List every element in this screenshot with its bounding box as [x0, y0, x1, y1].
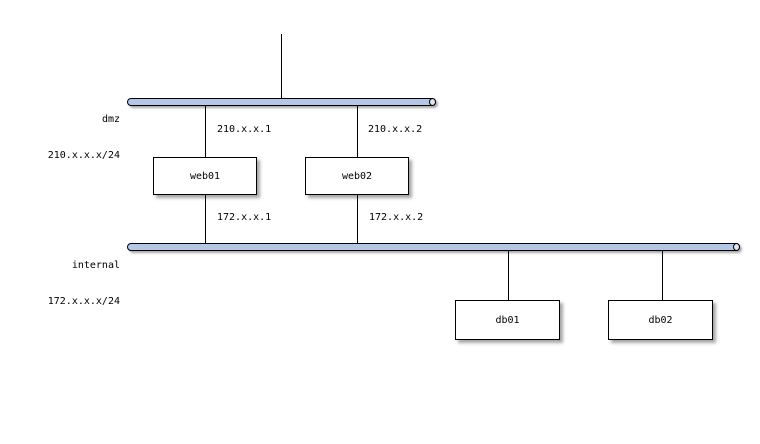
ip-label-web02-internal: 172.x.x.2: [369, 212, 424, 223]
network-name-dmz: dmz: [101, 114, 120, 125]
network-bus-dmz: [127, 98, 436, 106]
ip-label-web01-internal: 172.x.x.1: [217, 212, 272, 223]
node-web01: web01: [153, 157, 257, 195]
network-cidr-dmz: 210.x.x.x/24: [47, 150, 120, 161]
network-bus-dmz-end-cap-icon: [429, 98, 436, 106]
node-db01: db01: [455, 300, 560, 340]
network-cidr-internal: 172.x.x.x/24: [47, 296, 120, 307]
node-label-web01: web01: [189, 170, 221, 182]
node-label-db02: db02: [648, 314, 673, 326]
ip-label-web01-dmz: 210.x.x.1: [217, 124, 272, 135]
node-db02: db02: [608, 300, 713, 340]
link-line-web01-internal: [205, 195, 206, 244]
link-line-web02-internal: [357, 195, 358, 244]
network-label-dmz: dmz 210.x.x.x/24: [0, 90, 120, 186]
ip-label-web02-dmz: 210.x.x.2: [368, 124, 423, 135]
link-line-db02-internal: [662, 250, 663, 300]
uplink-line: [281, 34, 282, 99]
link-line-web01-dmz: [205, 105, 206, 157]
network-bus-internal-end-cap-icon: [733, 243, 740, 251]
network-label-internal: internal 172.x.x.x/24: [0, 236, 120, 332]
node-web02: web02: [305, 157, 409, 195]
node-label-web02: web02: [341, 170, 373, 182]
node-label-db01: db01: [495, 314, 520, 326]
network-name-internal: internal: [71, 260, 120, 271]
link-line-web02-dmz: [357, 105, 358, 157]
link-line-db01-internal: [508, 250, 509, 300]
network-bus-internal: [127, 243, 740, 251]
